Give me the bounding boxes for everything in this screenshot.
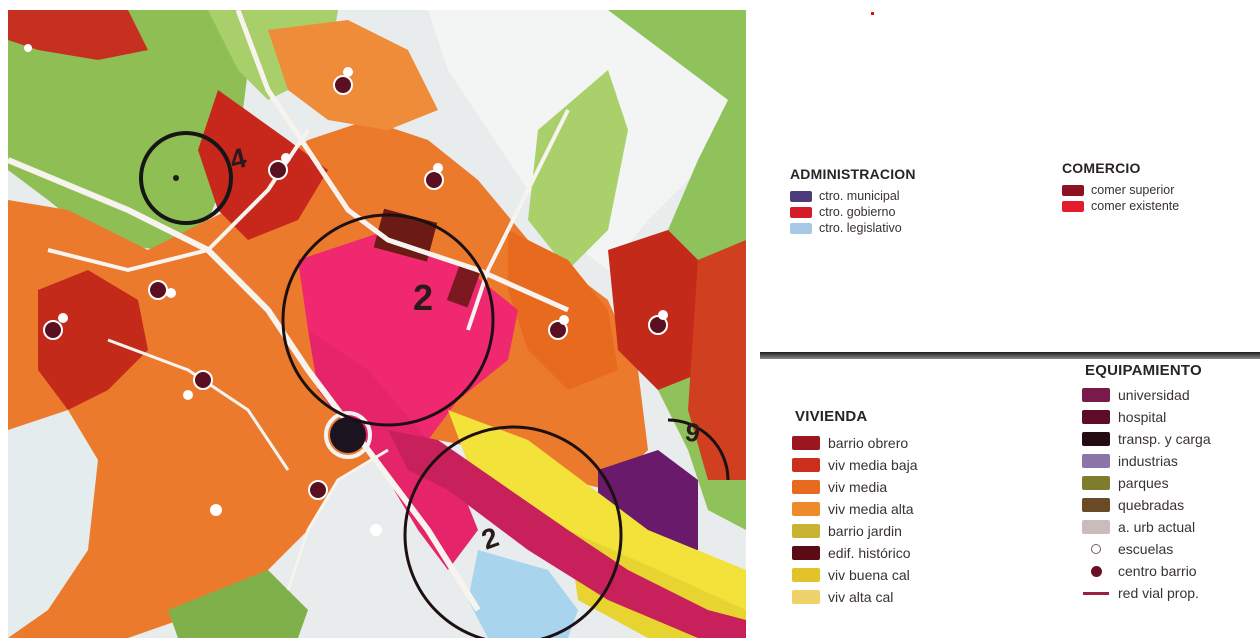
legend-item-quebradas: quebradas [1082, 494, 1211, 516]
zone-label-9: 9 [683, 416, 702, 448]
legend-item-universidad: universidad [1082, 384, 1211, 406]
legend-label: viv media alta [828, 501, 914, 517]
legend-item-centro-barrio: centro barrio [1082, 560, 1211, 582]
legend-item-ctro-gobierno: ctro. gobierno [790, 204, 902, 220]
legend-item-a-urb-actual: a. urb actual [1082, 516, 1211, 538]
swatch-ctro-municipal [790, 190, 812, 202]
swatch-transp-carga [1082, 432, 1110, 446]
legend-label: barrio obrero [828, 435, 909, 451]
swatch-comer-superior [1062, 184, 1084, 196]
legend-item-red-vial-prop: red vial prop. [1082, 582, 1211, 604]
swatch-edif-historico [792, 546, 820, 560]
legend-comercio: comer superior comer existente [1062, 182, 1179, 214]
legend-label: barrio jardin [828, 523, 902, 539]
legend-label: escuelas [1118, 541, 1174, 557]
legend-item-hospital: hospital [1082, 406, 1211, 428]
swatch-industrias [1082, 454, 1110, 468]
legend-item-barrio-obrero: barrio obrero [792, 432, 918, 454]
neighborhood-center-symbol-icon [1082, 564, 1110, 578]
land-use-map[interactable]: 4 2 2 9 [8, 10, 746, 638]
map-drawing: 4 2 2 9 [8, 10, 746, 638]
legend-label: transp. y carga [1118, 431, 1211, 447]
legend-item-comer-superior: comer superior [1062, 182, 1179, 198]
legend-label: parques [1118, 475, 1169, 491]
school-symbol-icon [1082, 542, 1110, 556]
red-speck-mark [871, 12, 874, 15]
legend-label: ctro. municipal [819, 189, 900, 203]
legend-label: quebradas [1118, 497, 1185, 513]
swatch-viv-alta-cal [792, 590, 820, 604]
swatch-ctro-gobierno [790, 206, 812, 218]
legend-item-escuelas: escuelas [1082, 538, 1211, 560]
legend-item-edif-historico: edif. histórico [792, 542, 918, 564]
swatch-parques [1082, 476, 1110, 490]
zone-label-2: 2 [413, 277, 433, 318]
legend-label: a. urb actual [1118, 519, 1196, 535]
legend-item-viv-media-baja: viv media baja [792, 454, 918, 476]
legend-item-comer-existente: comer existente [1062, 198, 1179, 214]
legend-label: ctro. legislativo [819, 221, 902, 235]
legend-label: red vial prop. [1118, 585, 1199, 601]
legend-label: viv media [828, 479, 888, 495]
legend-label: comer existente [1091, 199, 1180, 213]
swatch-barrio-jardin [792, 524, 820, 538]
legend-vivienda: barrio obrero viv media baja viv media v… [792, 432, 918, 608]
swatch-universidad [1082, 388, 1110, 402]
legend-label: edif. histórico [828, 545, 911, 561]
legend-item-ctro-legislativo: ctro. legislativo [790, 220, 902, 236]
legend-label: viv alta cal [828, 589, 894, 605]
proposed-road-symbol-icon [1082, 586, 1110, 600]
legend-item-industrias: industrias [1082, 450, 1211, 472]
legend-item-barrio-jardin: barrio jardin [792, 520, 918, 542]
swatch-viv-buena-cal [792, 568, 820, 582]
swatch-viv-media-alta [792, 502, 820, 516]
swatch-quebradas [1082, 498, 1110, 512]
swatch-barrio-obrero [792, 436, 820, 450]
legend-item-viv-alta-cal: viv alta cal [792, 586, 918, 608]
swatch-ctro-legislativo [790, 222, 812, 234]
legend-label: hospital [1118, 409, 1167, 425]
swatch-hospital [1082, 410, 1110, 424]
legend-item-viv-media-alta: viv media alta [792, 498, 918, 520]
legend-item-viv-media: viv media [792, 476, 918, 498]
legend-label: viv media baja [828, 457, 918, 473]
swatch-viv-media [792, 480, 820, 494]
legend-item-viv-buena-cal: viv buena cal [792, 564, 918, 586]
legend-label: ctro. gobierno [819, 205, 896, 219]
legend-title-administracion: ADMINISTRACION [790, 166, 916, 182]
legend-equipamiento: universidad hospital transp. y carga ind… [1082, 384, 1211, 604]
legend-title-comercio: COMERCIO [1062, 160, 1141, 176]
swatch-a-urb-actual [1082, 520, 1110, 534]
legend-title-equipamiento: EQUIPAMIENTO [1085, 362, 1202, 379]
legend-label: universidad [1118, 387, 1190, 403]
legend-label: centro barrio [1118, 563, 1197, 579]
legend-divider [760, 352, 1260, 359]
swatch-comer-existente [1062, 200, 1084, 212]
legend-label: viv buena cal [828, 567, 910, 583]
legend-label: industrias [1118, 453, 1178, 469]
legend-title-vivienda: VIVIENDA [795, 408, 868, 425]
legend-label: comer superior [1091, 183, 1175, 197]
legend-administracion: ctro. municipal ctro. gobierno ctro. leg… [790, 188, 902, 236]
legend-item-transp-carga: transp. y carga [1082, 428, 1211, 450]
legend-item-ctro-municipal: ctro. municipal [790, 188, 902, 204]
swatch-viv-media-baja [792, 458, 820, 472]
legend-item-parques: parques [1082, 472, 1211, 494]
